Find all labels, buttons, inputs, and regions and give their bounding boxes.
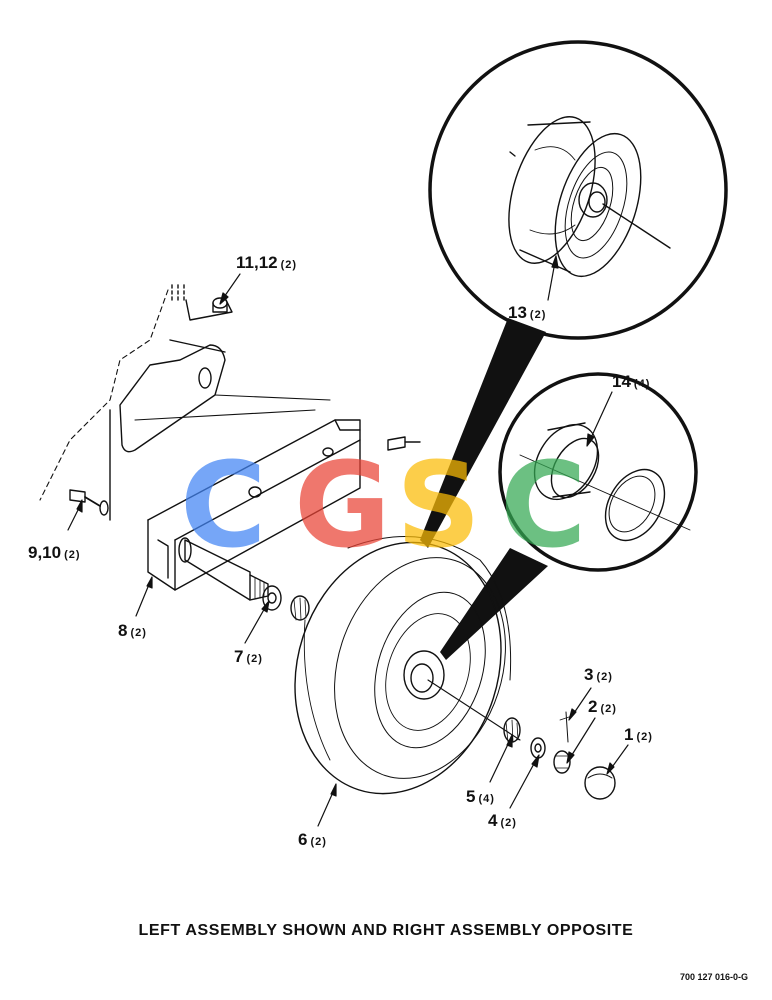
detail-view-wheel-hub (428, 40, 728, 340)
callout-1: 1(2) (624, 725, 653, 744)
mounting-bracket (39, 284, 421, 601)
watermark-letter-s: S (396, 436, 481, 574)
wheel-tire (294, 535, 521, 795)
callout-14: 14(4) (612, 372, 650, 391)
drawing-number: 700 127 016-0-G (679, 972, 748, 982)
callout-7: 7(2) (234, 647, 263, 666)
callout-8: 8(2) (118, 621, 147, 640)
figure-caption: LEFT ASSEMBLY SHOWN AND RIGHT ASSEMBLY O… (138, 922, 634, 939)
callout-4: 4(2) (488, 811, 517, 830)
watermark-letter-g: G (294, 436, 391, 574)
callout-leaders (67, 255, 629, 827)
callout-9-10: 9,10(2) (28, 543, 81, 562)
watermark-cgsc: C G S C (180, 436, 587, 574)
callout-5: 5(4) (466, 787, 495, 806)
callout-2: 2(2) (588, 697, 617, 716)
watermark-letter-c2: C (500, 436, 587, 574)
callout-11-12: 11,12(2) (236, 253, 297, 272)
callout-labels: 11,12(2) 13(2) 14(4) 9,10(2) 8(2) 7(2) 3… (28, 253, 653, 849)
callout-3: 3(2) (584, 665, 613, 684)
detail-view-bearing-cups (498, 372, 698, 572)
callout-6: 6(2) (298, 830, 327, 849)
hardware-parts (262, 585, 616, 800)
watermark-letter-c1: C (180, 436, 267, 574)
callout-13: 13(2) (508, 303, 546, 322)
